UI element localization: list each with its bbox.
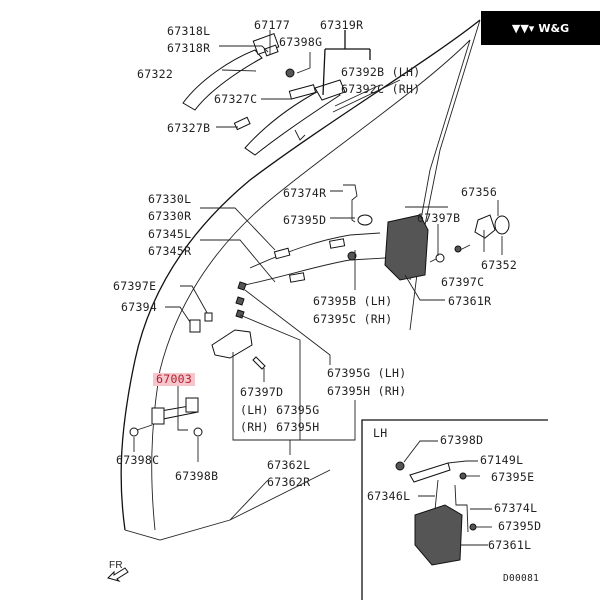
- part-label: 67319R: [320, 18, 364, 32]
- part-label: 67322: [137, 67, 174, 81]
- part-label: 67327C: [214, 92, 258, 106]
- bolt-67398D: [395, 461, 405, 471]
- inside-handle-67362: [211, 329, 253, 359]
- door-outline: [120, 19, 481, 531]
- cable-67345: [244, 257, 386, 286]
- part-label: 67398C: [116, 453, 160, 467]
- door-inner-outline: [151, 39, 471, 531]
- striker-67356: [474, 214, 496, 239]
- cable-67330: [249, 232, 381, 269]
- part-label: (LH) 67395G: [240, 403, 320, 417]
- part-label: 67394: [121, 300, 158, 314]
- door-edge-line: [124, 469, 331, 541]
- part-label: 67398B: [175, 469, 219, 483]
- part-label: 67330R: [148, 209, 192, 223]
- gasket-67327C: [288, 84, 317, 100]
- part-label: 67395G (LH): [327, 366, 407, 380]
- part-label: 67345L: [148, 227, 192, 241]
- part-label: 67149L: [480, 453, 524, 467]
- front-direction-arrow-icon: [107, 567, 129, 582]
- part-label: 67361R: [448, 294, 492, 308]
- brand-logo: ▼▼▾ W&G: [481, 11, 600, 45]
- screw-67397D: [252, 356, 266, 370]
- inset-label: LH: [373, 426, 388, 440]
- part-label: 67392B (LH): [341, 65, 421, 79]
- part-label: 67177: [254, 18, 291, 32]
- part-label: 67395H (RH): [327, 384, 407, 398]
- clip-67394: [189, 319, 201, 333]
- part-label: 67398G: [279, 35, 323, 49]
- handle-frame-67392: [244, 84, 341, 156]
- bolt-67398B: [193, 427, 203, 437]
- part-label: 67361L: [488, 538, 532, 552]
- clip-67395E: [459, 472, 467, 480]
- highlighted-part-label: 67003: [153, 373, 196, 386]
- part-label: 67395E: [491, 470, 535, 484]
- screw-67398G: [285, 68, 295, 78]
- part-label: (RH) 67395H: [240, 420, 320, 434]
- diagram-code: D00081: [503, 573, 540, 584]
- part-label: 67327B: [167, 121, 211, 135]
- triple-chevron-logo-icon: ▼▼▾: [511, 21, 535, 35]
- part-label: 67397D: [240, 385, 284, 399]
- part-label: 67395D: [498, 519, 542, 533]
- part-label: 67318R: [167, 41, 211, 55]
- part-label: 67362L: [267, 458, 311, 472]
- part-label: 67395B (LH): [313, 294, 393, 308]
- gasket-67327B: [233, 116, 251, 131]
- part-label: 67397B: [417, 211, 461, 225]
- handle-rod-67149L: [409, 462, 451, 483]
- part-label: 67345R: [148, 244, 192, 258]
- clip-67395D: [357, 214, 373, 226]
- part-label: 67346L: [367, 489, 411, 503]
- part-label: 67318L: [167, 24, 211, 38]
- brand-name: W&G: [538, 21, 570, 35]
- front-direction-label: FR: [109, 560, 123, 571]
- rod-67374L: [454, 484, 469, 533]
- screw-67397C: [459, 244, 471, 251]
- part-label: 67362R: [267, 475, 311, 489]
- part-label: 67398D: [440, 433, 484, 447]
- part-label: 67330L: [148, 192, 192, 206]
- part-label: 67392C (RH): [341, 82, 421, 96]
- screw-67397E: [204, 312, 213, 322]
- rod-67374R: [343, 184, 358, 223]
- outer-handle-67322: [182, 49, 263, 111]
- cover-67352: [494, 215, 510, 235]
- part-label: 67374L: [494, 501, 538, 515]
- part-label: 67397C: [441, 275, 485, 289]
- bolt-67398C: [129, 427, 139, 437]
- part-label: 67356: [461, 185, 498, 199]
- part-label: 67352: [481, 258, 518, 272]
- part-label: 67397E: [113, 279, 157, 293]
- part-label: 67395C (RH): [313, 312, 393, 326]
- door-lock-actuator-67361L: [414, 504, 463, 566]
- part-label: 67374R: [283, 186, 327, 200]
- lh-inset-border: [361, 419, 548, 600]
- part-label: 67395D: [283, 213, 327, 227]
- door-lock-actuator-67361R: [384, 214, 429, 281]
